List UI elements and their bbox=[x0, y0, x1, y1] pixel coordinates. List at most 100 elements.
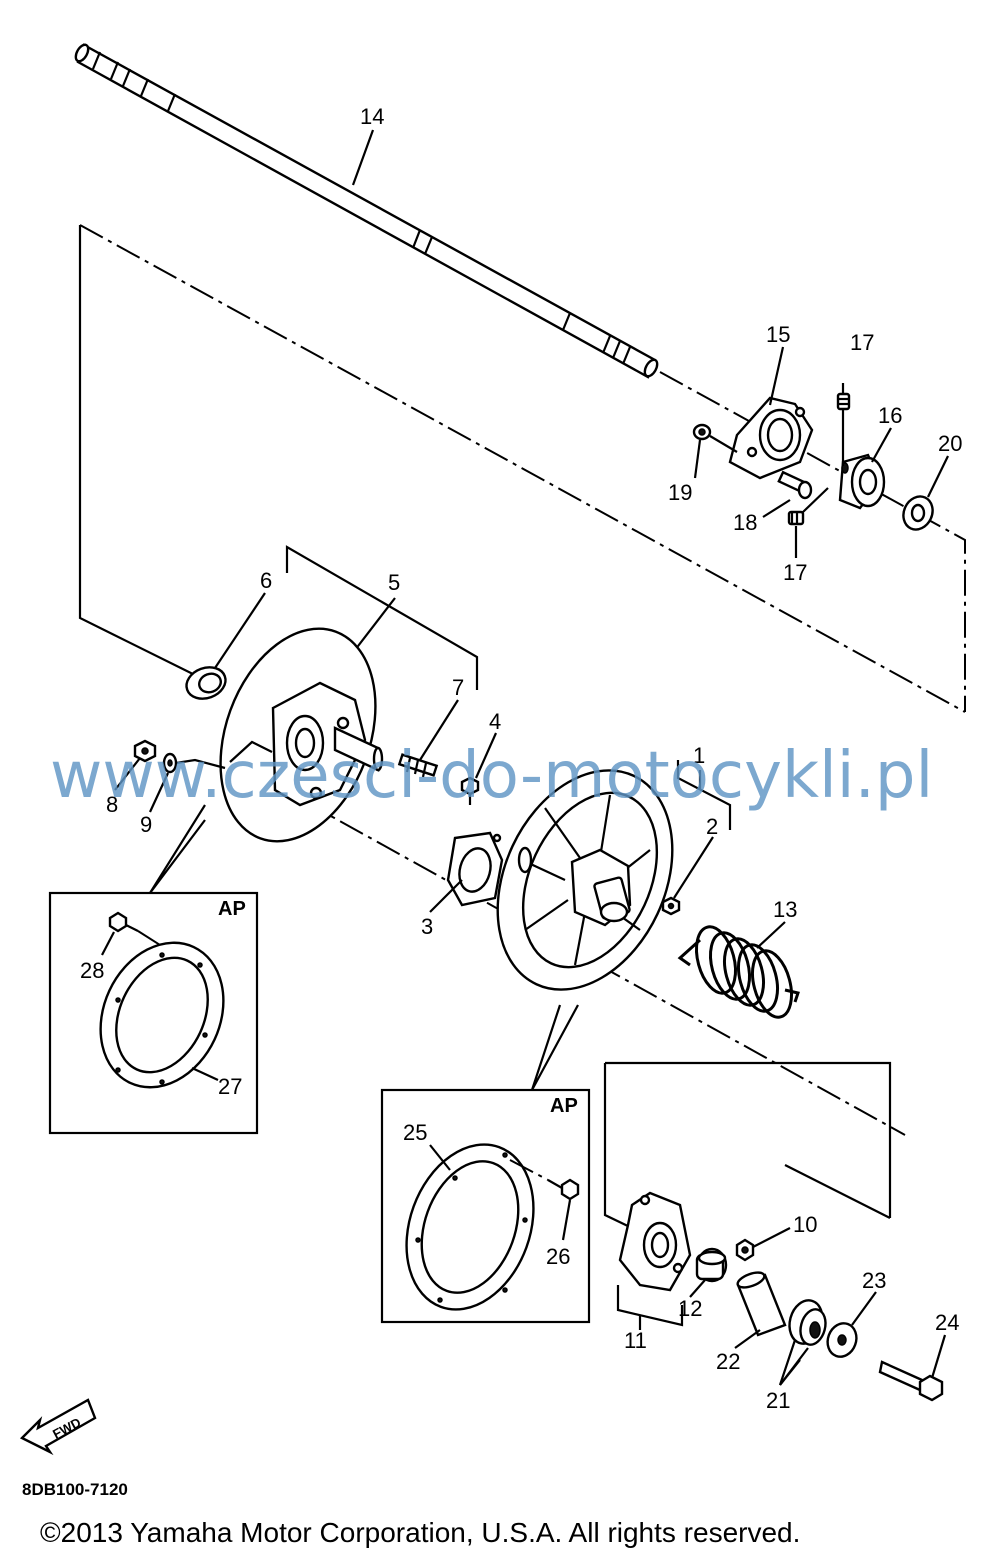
callout-2: 2 bbox=[706, 814, 718, 839]
callout-3: 3 bbox=[421, 914, 433, 939]
inset-right-pointer bbox=[530, 1004, 579, 1091]
bolt-24 bbox=[878, 1360, 944, 1402]
leader-23 bbox=[851, 1291, 877, 1326]
washer-20 bbox=[902, 495, 934, 531]
callout-28: 28 bbox=[80, 958, 104, 983]
leader-10 bbox=[752, 1227, 791, 1248]
callout-23: 23 bbox=[862, 1268, 886, 1293]
callout-18: 18 bbox=[733, 510, 757, 535]
callout-17b: 17 bbox=[783, 560, 807, 585]
callout-5: 5 bbox=[388, 570, 400, 595]
leader-5 bbox=[354, 597, 396, 651]
screw-17-bottom bbox=[787, 510, 805, 526]
leader-3 bbox=[429, 879, 463, 913]
callout-4: 4 bbox=[489, 709, 501, 734]
callout-19: 19 bbox=[668, 480, 692, 505]
screw-4 bbox=[460, 776, 480, 805]
leader-26 bbox=[561, 1199, 572, 1241]
leader-8 bbox=[114, 757, 141, 791]
spring-13 bbox=[677, 925, 800, 1019]
screw-17-top bbox=[836, 392, 851, 411]
bolt-18 bbox=[777, 470, 813, 500]
callout-22: 22 bbox=[716, 1349, 740, 1374]
gasket-3 bbox=[446, 831, 504, 907]
washer-23 bbox=[826, 1322, 858, 1358]
cam-11 bbox=[618, 1191, 692, 1292]
stud-7 bbox=[397, 753, 439, 778]
nut-10 bbox=[735, 1238, 755, 1262]
spider-1 bbox=[496, 769, 674, 991]
plate-25 bbox=[405, 1143, 535, 1311]
callout-16: 16 bbox=[878, 403, 902, 428]
link-9 bbox=[175, 758, 226, 770]
callout-12: 12 bbox=[678, 1296, 702, 1321]
callout-10: 10 bbox=[793, 1212, 817, 1237]
bracket-1 bbox=[676, 760, 732, 830]
callout-1: 1 bbox=[693, 743, 705, 768]
bolt-8 bbox=[133, 739, 157, 763]
dash-26 bbox=[509, 1159, 549, 1181]
sheave-5 bbox=[219, 627, 384, 843]
leader-27 bbox=[191, 1067, 219, 1081]
bushing-6 bbox=[185, 666, 227, 700]
callout-7: 7 bbox=[452, 675, 464, 700]
inset-right-box bbox=[380, 1088, 591, 1324]
washer-9 bbox=[162, 752, 178, 774]
callout-6: 6 bbox=[260, 568, 272, 593]
bearing-16 bbox=[838, 453, 886, 510]
callout-20: 20 bbox=[938, 431, 962, 456]
screw-2 bbox=[661, 896, 681, 916]
screw-28 bbox=[108, 911, 139, 933]
bracket-5 bbox=[285, 545, 479, 690]
inset-right-tag: AP bbox=[550, 1095, 578, 1117]
inset-left-box bbox=[48, 891, 259, 1135]
leader-20 bbox=[927, 455, 949, 498]
collar-12 bbox=[695, 1247, 728, 1283]
bushing-21 bbox=[788, 1299, 827, 1346]
leader-25 bbox=[429, 1144, 451, 1171]
fwd-arrow-icon: FWD bbox=[19, 1398, 97, 1456]
inset-left-tag: AP bbox=[218, 898, 246, 920]
callout-17a: 17 bbox=[850, 330, 874, 355]
leader-7 bbox=[419, 699, 459, 761]
leader-6 bbox=[214, 592, 266, 669]
callout-13: 13 bbox=[773, 897, 797, 922]
sleeve-22 bbox=[736, 1271, 787, 1337]
diagram-code: 8DB100-7120 bbox=[22, 1480, 128, 1499]
watermark: www.czesci-do-motocykli.pl bbox=[50, 739, 933, 813]
leader-24 bbox=[930, 1334, 947, 1379]
leader-12 bbox=[689, 1279, 706, 1298]
callout-21: 21 bbox=[766, 1388, 790, 1413]
bracket-11 bbox=[616, 1285, 684, 1327]
callout-24: 24 bbox=[935, 1310, 959, 1335]
leader-2 bbox=[673, 836, 714, 899]
leader-14 bbox=[351, 129, 375, 186]
leader-16 bbox=[871, 427, 892, 463]
screw-26 bbox=[547, 1178, 580, 1201]
leader-15 bbox=[768, 346, 785, 406]
callout-8: 8 bbox=[106, 792, 118, 817]
leader-13 bbox=[756, 921, 786, 949]
callout-14: 14 bbox=[360, 104, 384, 129]
leader-18 bbox=[762, 499, 791, 518]
link-8 bbox=[229, 740, 273, 763]
leader-9 bbox=[149, 772, 169, 813]
callout-26: 26 bbox=[546, 1244, 570, 1269]
callout-labels: 14 15 17 16 20 19 18 17 6 5 7 4 1 8 9 2 … bbox=[80, 104, 962, 1413]
callout-27: 27 bbox=[218, 1074, 242, 1099]
leader-22 bbox=[734, 1329, 761, 1349]
bearing-housing bbox=[728, 396, 814, 480]
leader-21b bbox=[779, 1347, 809, 1386]
callout-9: 9 bbox=[140, 812, 152, 837]
drive-shaft bbox=[74, 43, 659, 379]
leader-19 bbox=[693, 439, 702, 479]
nut-19 bbox=[692, 423, 712, 441]
link-19 bbox=[709, 435, 738, 453]
leader-28 bbox=[101, 931, 115, 956]
callout-11: 11 bbox=[624, 1328, 647, 1353]
callout-15: 15 bbox=[766, 322, 790, 347]
inset-left-pointer bbox=[149, 804, 206, 894]
copyright: ©2013 Yamaha Motor Corporation, U.S.A. A… bbox=[40, 1517, 800, 1548]
